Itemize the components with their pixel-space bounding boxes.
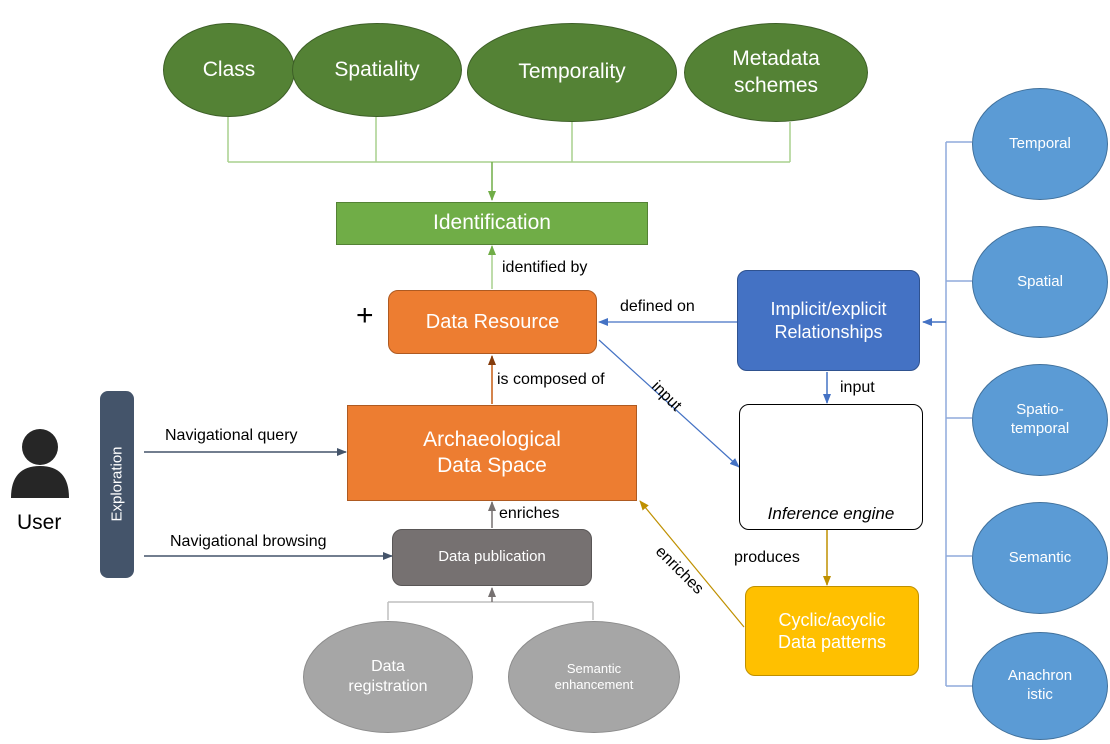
exploration-label: Exploration <box>108 446 126 522</box>
data-resource-box: Data Resource <box>388 290 597 354</box>
defined-on-label: defined on <box>620 298 695 315</box>
inference-engine-box: Inference engine <box>739 404 923 530</box>
user-label: User <box>17 511 62 534</box>
metadata-schemes-attribute: Metadata schemes <box>684 23 868 122</box>
enriches-diagonal-arrow <box>639 500 745 628</box>
archaeological-data-space-box: Archaeological Data Space <box>347 405 637 501</box>
input-diagonal-arrow <box>598 339 740 468</box>
navigational-query-label: Navigational query <box>165 427 298 444</box>
input-label-vertical: input <box>840 379 875 396</box>
navigational-browsing-label: Navigational browsing <box>170 533 327 550</box>
produces-label: produces <box>734 549 800 566</box>
data-publication-box: Data publication <box>392 529 592 586</box>
relationship-types-connector <box>922 141 972 687</box>
plus-sign: + <box>356 299 374 332</box>
is-composed-of-label: is composed of <box>497 371 605 388</box>
exploration-button[interactable]: Exploration <box>100 391 134 578</box>
data-patterns-box: Cyclic/acyclic Data patterns <box>745 586 919 676</box>
user-icon <box>11 429 69 498</box>
semantic-relationship-ellipse: Semantic <box>972 502 1108 614</box>
class-attribute: Class <box>163 23 295 117</box>
spatiality-attribute: Spatiality <box>292 23 462 117</box>
temporality-attribute: Temporality <box>467 23 677 122</box>
data-registration-ellipse: Data registration <box>303 621 473 733</box>
spatial-relationship-ellipse: Spatial <box>972 226 1108 338</box>
temporal-relationship-ellipse: Temporal <box>972 88 1108 200</box>
relationships-box: Implicit/explicit Relationships <box>737 270 920 371</box>
publication-sources-connector <box>387 587 594 620</box>
identification-box: Identification <box>336 202 648 245</box>
anachronistic-relationship-ellipse: Anachron istic <box>972 632 1108 740</box>
semantic-enhancement-ellipse: Semantic enhancement <box>508 621 680 733</box>
attributes-connector <box>227 117 791 201</box>
spatio-temporal-relationship-ellipse: Spatio- temporal <box>972 364 1108 476</box>
enriches-label-vertical: enriches <box>499 505 560 522</box>
identified-by-label: identified by <box>502 259 588 276</box>
inference-engine-label: Inference engine <box>767 503 895 523</box>
